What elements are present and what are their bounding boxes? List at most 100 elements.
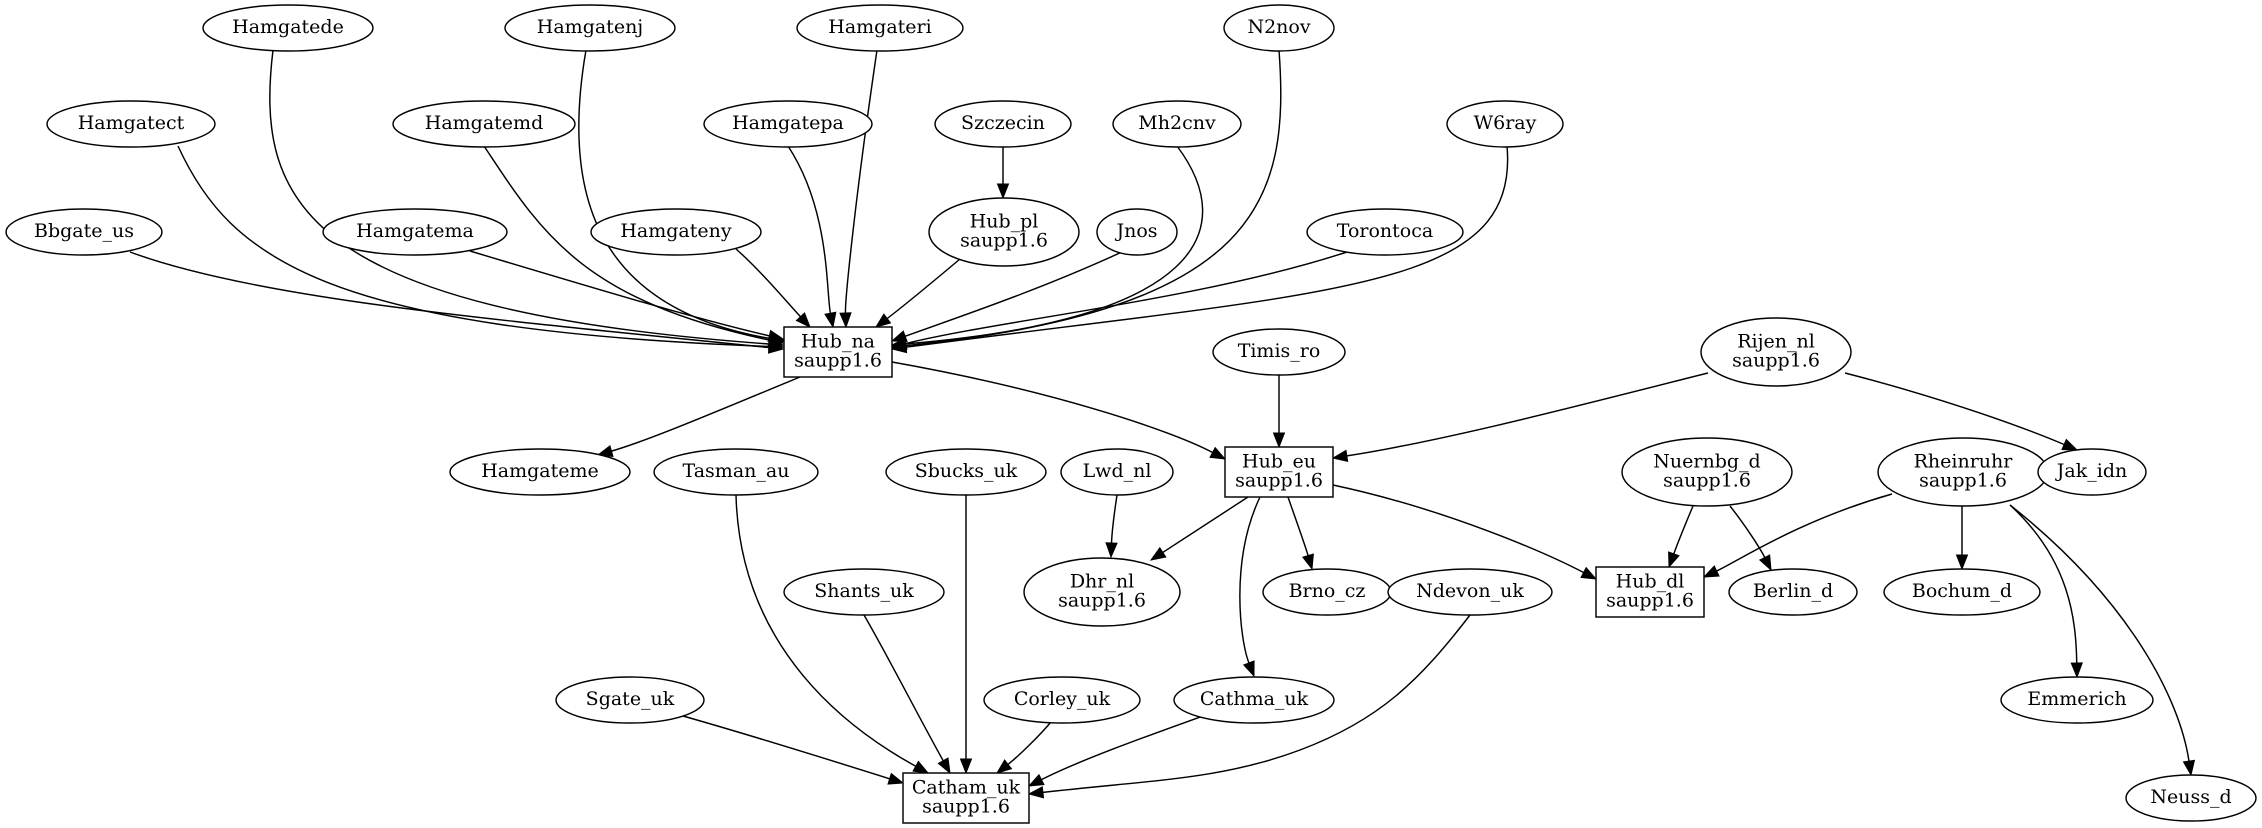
node-hamgatemd[interactable]: Hamgatemd: [392, 100, 576, 148]
node-cathma-uk[interactable]: Cathma_uk: [1173, 676, 1335, 724]
node-bochum-d[interactable]: Bochum_d: [1883, 568, 2041, 616]
edge-sbucks_uk-to-catham_uk: [959, 494, 973, 775]
node-ellipse-shape: [1700, 317, 1852, 387]
node-label: Dhr_nl: [1070, 571, 1134, 593]
node-ellipse-shape: [796, 4, 964, 52]
node-label: saupp1.6: [960, 230, 1048, 252]
node-ellipse-shape: [449, 448, 631, 496]
edge-hub_eu-to-cathma_uk: [1239, 496, 1261, 678]
node-berlin-d[interactable]: Berlin_d: [1728, 568, 1858, 616]
edge-hamgateri-to-hub_na: [839, 49, 878, 329]
edge-line: [1041, 715, 1204, 781]
node-ellipse-shape: [555, 676, 705, 724]
node-lwd-nl[interactable]: Lwd_nl: [1060, 448, 1174, 496]
arrowhead-icon: [1209, 446, 1227, 460]
node-label: Lwd_nl: [1083, 460, 1152, 482]
node-ellipse-shape: [703, 100, 873, 148]
node-ellipse-shape: [1223, 4, 1335, 52]
node-tasman-au[interactable]: Tasman_au: [653, 448, 819, 496]
node-hamgatede[interactable]: Hamgatede: [202, 4, 374, 52]
node-jak-idn[interactable]: Jak_idn: [2037, 448, 2147, 496]
edge-nuernbg_d-to-hub_dl: [1668, 505, 1694, 569]
edge-line: [844, 49, 878, 314]
node-hamgateny[interactable]: Hamgateny: [590, 208, 762, 256]
arrowhead-icon: [912, 760, 930, 774]
edge-hub_eu-to-brno_cz: [1287, 496, 1314, 571]
edge-bbgate_us-to-hub_na: [129, 251, 785, 354]
edge-hamgatede-to-hub_na: [269, 49, 785, 351]
arrowhead-icon: [937, 757, 951, 775]
edge-line: [177, 145, 770, 348]
node-hamgatepa[interactable]: Hamgatepa: [703, 100, 873, 148]
node-hamgatect[interactable]: Hamgatect: [46, 100, 216, 148]
node-ellipse-shape: [1728, 568, 1858, 616]
node-label: Catham_uk: [912, 777, 1021, 799]
node-ellipse-shape: [885, 448, 1047, 496]
node-szczecin[interactable]: Szczecin: [934, 100, 1072, 148]
node-label: Hamgatenj: [537, 16, 643, 38]
edge-line: [2009, 504, 2190, 762]
edge-line: [1332, 484, 1584, 574]
node-label: Hamgatemd: [425, 112, 543, 134]
node-ellipse-shape: [1883, 568, 2041, 616]
edge-cathma_uk-to-catham_uk: [1027, 715, 1204, 787]
edge-line: [886, 258, 961, 320]
node-ellipse-shape: [590, 208, 762, 256]
node-sgate-uk[interactable]: Sgate_uk: [555, 676, 705, 724]
node-emmerich[interactable]: Emmerich: [2000, 676, 2154, 724]
edge-line: [1042, 614, 1471, 794]
node-timis-ro[interactable]: Timis_ro: [1212, 328, 1346, 376]
arrowhead-icon: [887, 772, 905, 785]
node-bbgate-us[interactable]: Bbgate_us: [5, 208, 163, 256]
node-ellipse-shape: [2125, 774, 2257, 822]
node-ellipse-shape: [2037, 448, 2147, 496]
node-neuss-d[interactable]: Neuss_d: [2125, 774, 2257, 822]
node-box-shape: [1224, 446, 1334, 498]
node-label: W6ray: [1474, 112, 1537, 134]
node-jnos[interactable]: Jnos: [1096, 208, 1178, 256]
node-w6ray[interactable]: W6ray: [1446, 100, 1564, 148]
node-label: Mh2cnv: [1138, 112, 1216, 134]
arrowhead-icon: [1242, 660, 1255, 678]
node-ellipse-shape: [928, 197, 1080, 267]
node-hamgatenj[interactable]: Hamgatenj: [504, 4, 676, 52]
node-hamgateri[interactable]: Hamgateri: [796, 4, 964, 52]
node-n2nov[interactable]: N2nov: [1223, 4, 1335, 52]
node-mh2cnv[interactable]: Mh2cnv: [1112, 100, 1242, 148]
node-torontoca[interactable]: Torontoca: [1306, 208, 1464, 256]
node-label: saupp1.6: [922, 796, 1010, 818]
node-label: Torontoca: [1337, 220, 1433, 242]
arrowhead-icon: [1027, 773, 1045, 787]
arrowhead-icon: [959, 758, 973, 775]
edge-line: [1729, 505, 1766, 558]
node-hamgatema[interactable]: Hamgatema: [322, 208, 508, 256]
node-label: Nuernbg_d: [1653, 451, 1760, 473]
edge-line: [905, 49, 1282, 347]
node-sbucks-uk[interactable]: Sbucks_uk: [885, 448, 1047, 496]
node-hamgateme[interactable]: Hamgateme: [449, 448, 631, 496]
node-brno-cz[interactable]: Brno_cz: [1262, 568, 1392, 616]
node-label: Sbucks_uk: [915, 460, 1018, 482]
node-ellipse-shape: [1112, 100, 1242, 148]
node-shants-uk[interactable]: Shants_uk: [783, 568, 945, 616]
node-label: Brno_cz: [1289, 580, 1366, 602]
node-ellipse-shape: [1621, 437, 1793, 507]
edge-timis_ro-to-hub_eu: [1272, 375, 1286, 449]
edge-rheinruhr-to-neuss_d: [2009, 504, 2196, 777]
edge-shants_uk-to-catham_uk: [863, 614, 951, 775]
node-label: Hub_dl: [1616, 571, 1685, 593]
node-label: Corley_uk: [1014, 688, 1111, 710]
node-corley-uk[interactable]: Corley_uk: [983, 676, 1141, 724]
node-ndevon-uk[interactable]: Ndevon_uk: [1387, 568, 1553, 616]
edge-line: [1162, 496, 1249, 554]
node-label: Berlin_d: [1753, 580, 1833, 602]
